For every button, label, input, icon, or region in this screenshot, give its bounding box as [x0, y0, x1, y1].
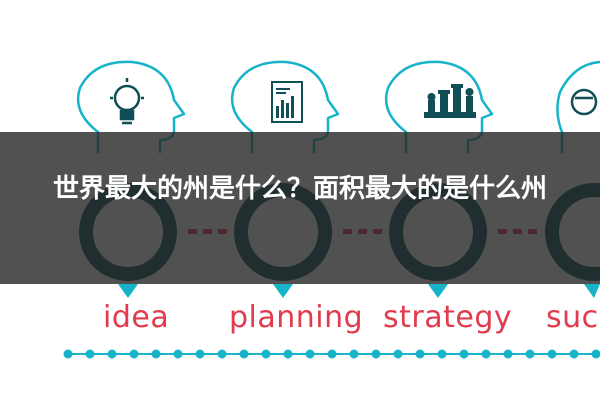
- lightbulb-icon: [110, 78, 144, 125]
- timeline-dot: [547, 349, 557, 359]
- timeline-dot: [63, 349, 73, 359]
- timeline-dot: [327, 349, 337, 359]
- step-label-idea: idea: [103, 300, 170, 335]
- timeline-dot: [217, 349, 227, 359]
- timeline-dot: [107, 349, 117, 359]
- timeline-dots: [63, 349, 600, 359]
- timeline-dot: [283, 349, 293, 359]
- page-title: 世界最大的州是什么？面积最大的是什么州: [52, 174, 547, 204]
- timeline-dot: [481, 349, 491, 359]
- head-outline-4: [556, 60, 600, 154]
- timeline-dot: [195, 349, 205, 359]
- pointer-4: [584, 284, 600, 298]
- timeline-dot: [569, 349, 579, 359]
- step-label-strategy: strategy: [383, 300, 513, 335]
- pointer-3: [428, 284, 448, 298]
- title-banner: [0, 132, 600, 284]
- timeline-dot: [459, 349, 469, 359]
- timeline-dot: [415, 349, 425, 359]
- timeline-dot: [261, 349, 271, 359]
- step-label-planning: planning: [229, 300, 364, 335]
- timeline-dot: [437, 349, 447, 359]
- timeline-dot: [393, 349, 403, 359]
- timeline-dot: [129, 349, 139, 359]
- step-label-succ: succ: [546, 300, 600, 335]
- timeline-dot: [151, 349, 161, 359]
- timeline-dot: [85, 349, 95, 359]
- chess-pieces-icon: [424, 84, 476, 118]
- pointer-2: [273, 284, 293, 298]
- timeline-dot: [349, 349, 359, 359]
- timeline-dot: [525, 349, 535, 359]
- timeline-dot: [305, 349, 315, 359]
- document-chart-icon: [271, 81, 303, 123]
- pointer-1: [118, 284, 138, 298]
- timeline-dot: [239, 349, 249, 359]
- head-icon: [570, 88, 598, 116]
- timeline-dot: [371, 349, 381, 359]
- timeline-dot: [173, 349, 183, 359]
- timeline-dot: [503, 349, 513, 359]
- timeline-dot: [591, 349, 600, 359]
